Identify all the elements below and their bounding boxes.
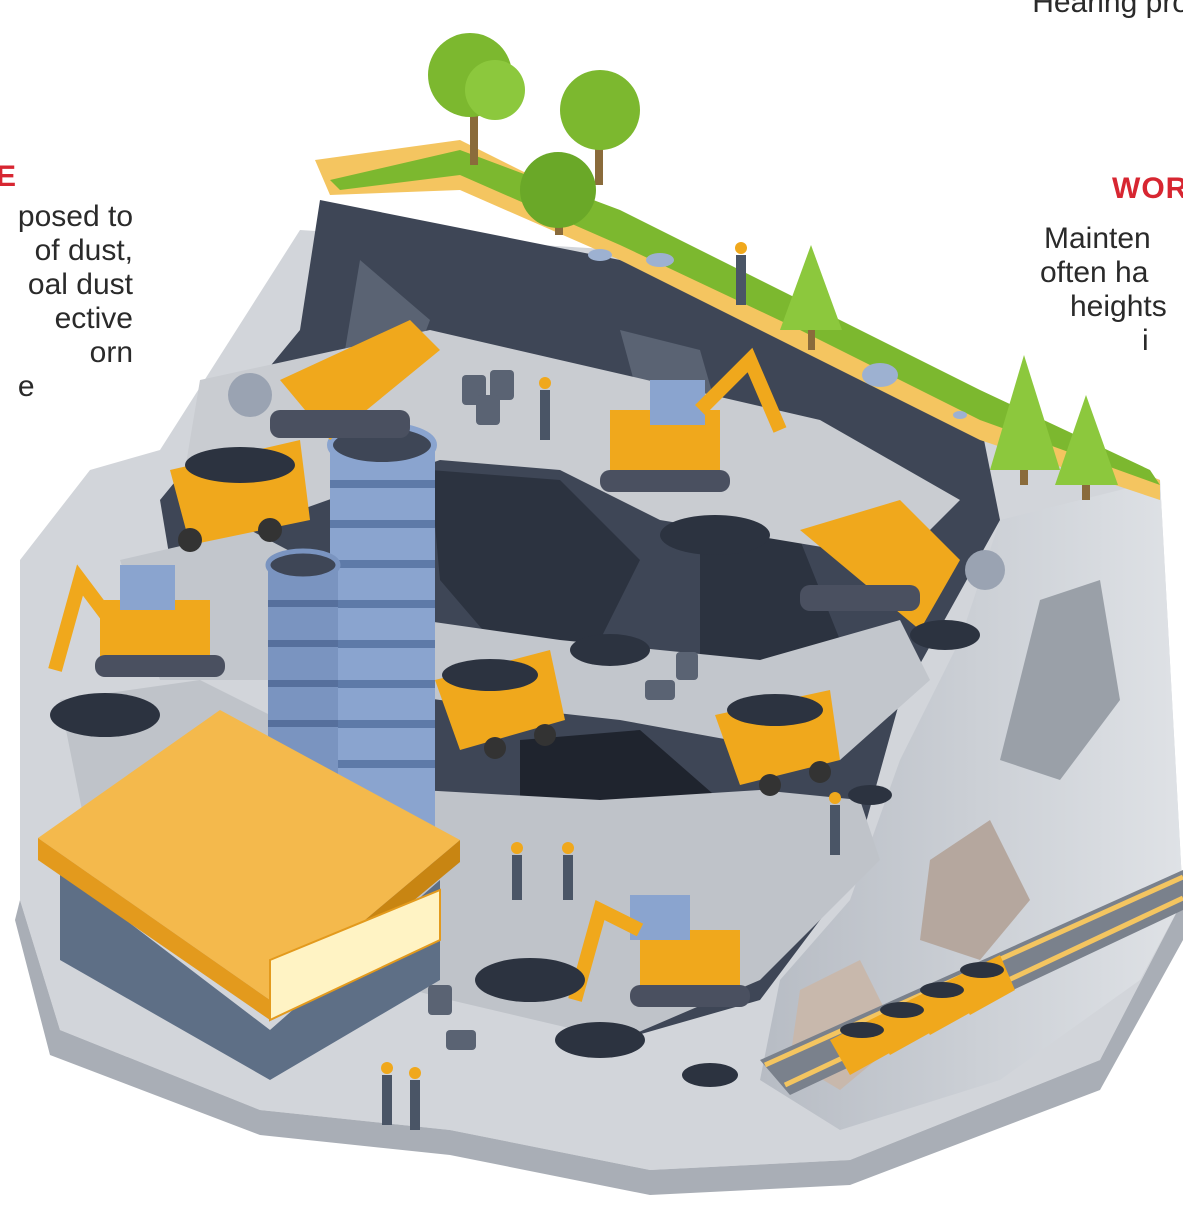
left-callout-line: ective: [54, 302, 133, 335]
rail-track: [760, 870, 1183, 1095]
rock: [646, 253, 674, 267]
left-callout-line: orn: [89, 336, 133, 369]
tree-icon: [428, 33, 525, 165]
rock: [953, 411, 967, 419]
grass-top: [330, 150, 1160, 485]
coal-piles: [50, 515, 980, 1087]
pine-tree-icon: [990, 355, 1060, 485]
tree-icon: [560, 70, 640, 185]
excavator: [568, 895, 750, 1007]
drill-machine: [800, 500, 1005, 630]
dump-truck: [170, 440, 310, 552]
dump-truck: [435, 650, 565, 759]
rock: [862, 363, 898, 387]
pine-tree-icon: [1055, 395, 1118, 500]
excavator: [48, 564, 225, 677]
ground-edge: [15, 900, 1183, 1195]
left-callout-line: oal dust: [27, 268, 133, 301]
right-callout-line: heights: [1070, 290, 1167, 323]
worker-icon: [381, 242, 841, 1130]
building: [38, 710, 460, 1080]
drill-machine: [228, 320, 440, 440]
grass-top-edge: [315, 140, 1160, 500]
tree-icon: [520, 152, 596, 235]
left-callout-line: of dust,: [34, 234, 133, 267]
pine-tree-icon: [780, 245, 842, 350]
barrels: [428, 370, 698, 1050]
left-callout-line: posed to: [17, 200, 133, 233]
rock: [588, 249, 612, 261]
right-callout-heading: WOR: [1112, 172, 1183, 205]
left-callout-heading: E: [0, 160, 18, 193]
excavator: [600, 347, 787, 492]
left-callout-body: posed to of dust, oal dust ective orn e: [18, 200, 133, 404]
right-callout-body: Mainten often ha heights i: [1040, 222, 1183, 358]
right-callout-line: i: [1142, 324, 1149, 357]
left-callout-line: e: [17, 370, 35, 403]
dump-truck: [715, 690, 840, 796]
right-callout-line: often ha: [1040, 256, 1149, 289]
right-callout-line: Mainten: [1044, 222, 1151, 255]
hearing-callout-fragment: Hearing pro: [1032, 0, 1183, 19]
